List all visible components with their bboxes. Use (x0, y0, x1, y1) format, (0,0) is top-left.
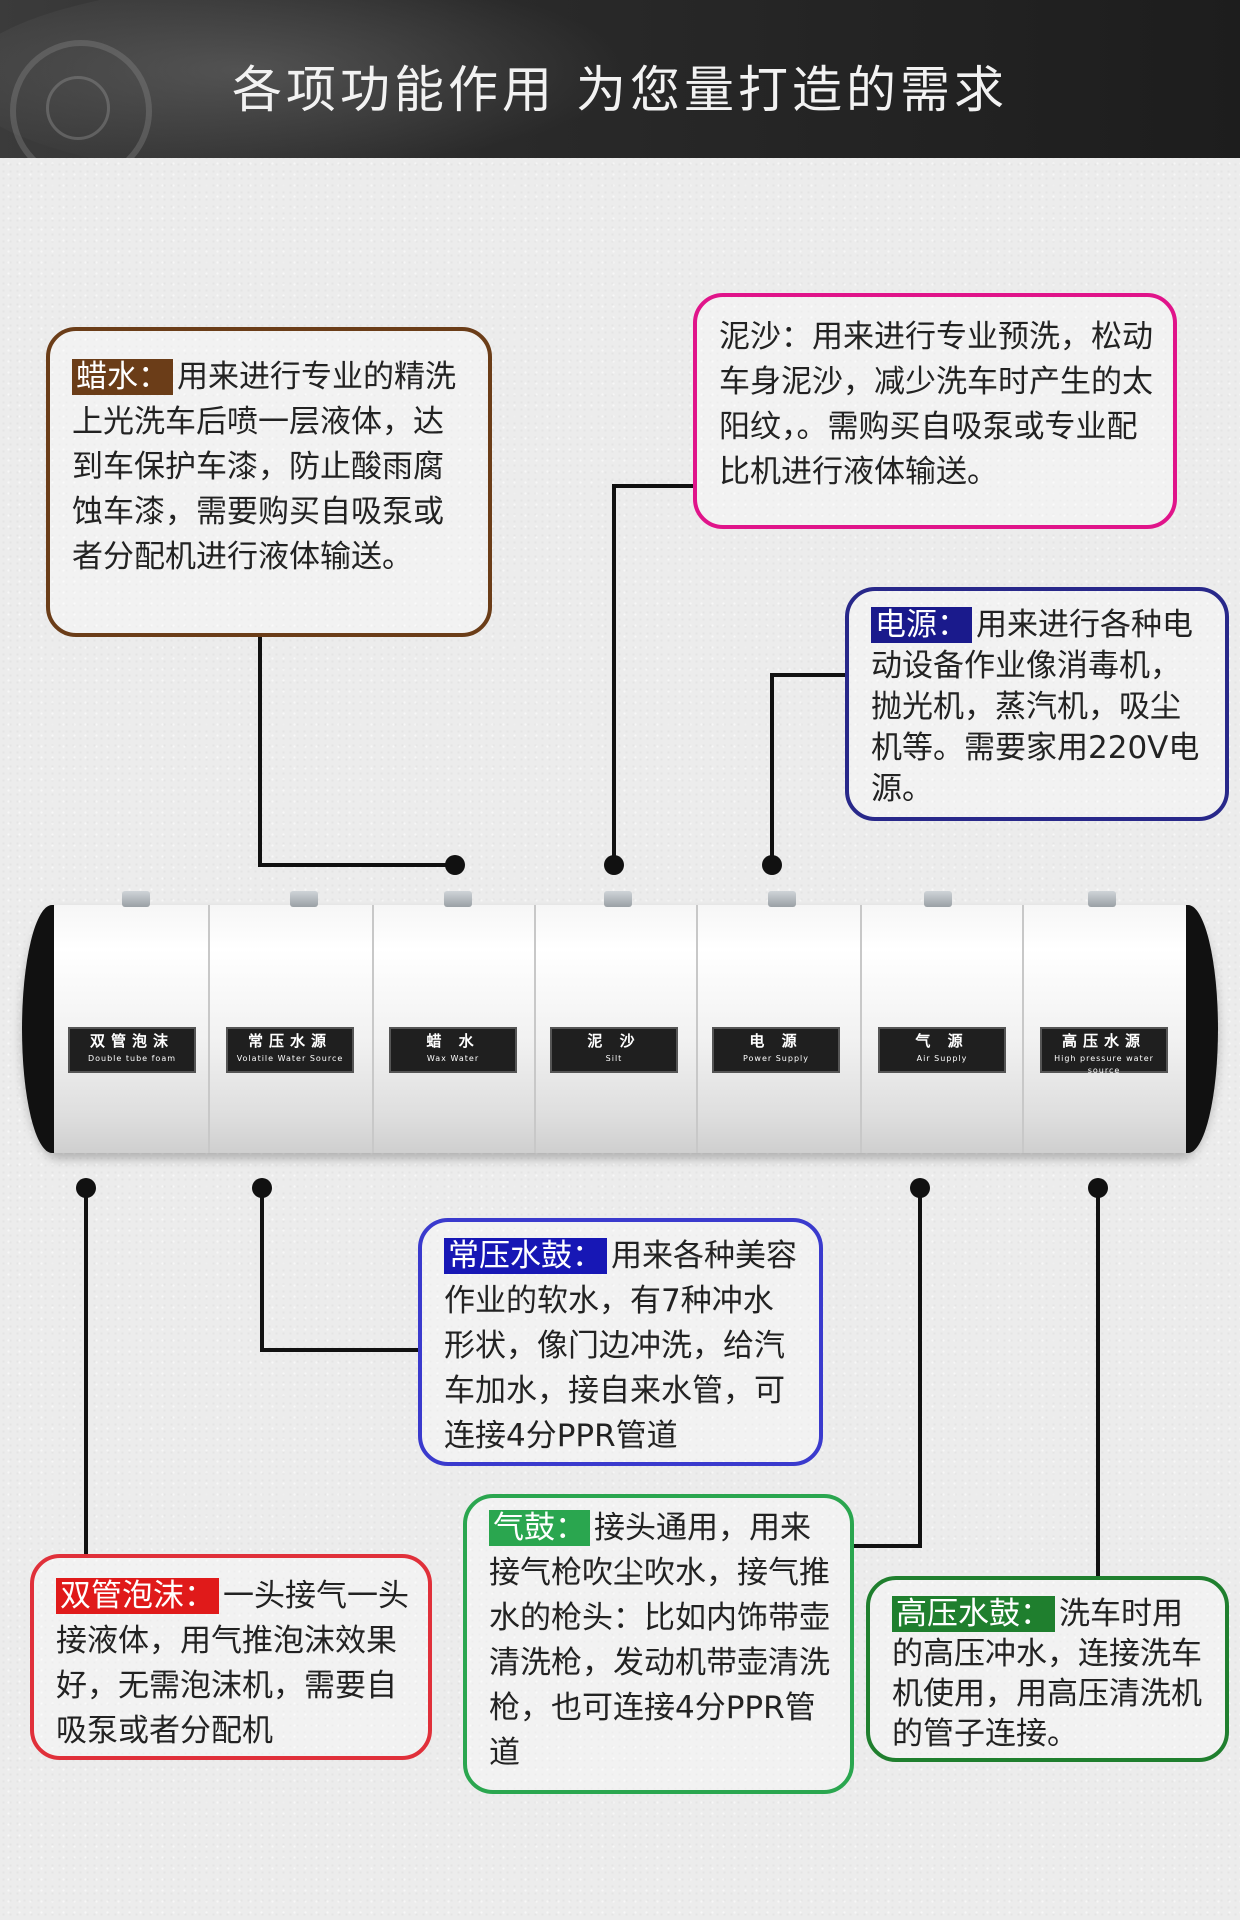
callout-power-supply: 电源：用来进行各种电动设备作业像消毒机，抛光机，蒸汽机，吸尘机等。需要家用220… (845, 587, 1229, 821)
label-plate-high-pressure: 高压水源 High pressure water source (1040, 1027, 1168, 1075)
callout-wax-water: 蜡水：用来进行专业的精洗上光洗车后喷一层液体，达到车保护车漆，防止酸雨腐蚀车漆，… (46, 327, 492, 637)
label-plate-air: 气 源 Air Supply (878, 1027, 1006, 1073)
connector-high-pressure (1096, 1188, 1100, 1576)
callout-high-pressure-drum: 高压水鼓：洗车时用的高压冲水，连接洗车机使用，用高压清洗机的管子连接。 (866, 1576, 1229, 1762)
connector-foam (84, 1188, 88, 1554)
nozzle-fitting (1088, 891, 1116, 907)
callout-tag: 高压水鼓： (892, 1596, 1055, 1632)
plate-label-en: Wax Water (426, 1054, 480, 1063)
car-wheel-image (10, 40, 152, 158)
callout-tag: 双管泡沫： (56, 1578, 219, 1614)
plate-label-zh: 双管泡沫 (89, 1032, 174, 1050)
connector-dot-power (762, 855, 782, 875)
connector-silt (612, 484, 693, 488)
banner-title: 各项功能作用 为您量打造的需求 (232, 61, 1008, 119)
callout-normal-pressure-drum: 常压水鼓：用来各种美容作业的软水，有7种冲水形状，像门边冲洗，给汽车加水，接自来… (418, 1218, 823, 1466)
callout-body: 接头通用，用来接气枪吹尘吹水，接气推水的枪头：比如内饰带壶清洗枪，发动机带壶清洗… (489, 1510, 830, 1771)
connector-power (770, 673, 774, 864)
nozzle-fitting (924, 891, 952, 907)
connector-wax (258, 863, 454, 867)
plate-label-zh: 常压水源 (247, 1032, 332, 1050)
callout-tag: 常压水鼓： (444, 1238, 607, 1274)
panel-seam (534, 905, 536, 1153)
panel-seam (696, 905, 698, 1153)
label-plate-power: 电 源 Power Supply (712, 1027, 840, 1073)
plate-label-zh: 气 源 (915, 1032, 969, 1050)
nozzle-fitting (290, 891, 318, 907)
connector-normal-pressure (260, 1348, 418, 1352)
plate-label-en: Volatile Water Source (236, 1054, 344, 1063)
water-drum-unit: 双管泡沫 Double tube foam 常压水源 Volatile Wate… (22, 891, 1218, 1153)
header-banner: 各项功能作用 为您量打造的需求 (0, 0, 1240, 158)
callout-silt: 泥沙：用来进行专业预洗，松动车身泥沙，减少洗车时产生的太阳纹，。需购买自吸泵或专… (693, 293, 1177, 529)
plate-label-en: Air Supply (916, 1054, 968, 1063)
plate-label-en: Power Supply (743, 1054, 809, 1063)
plate-label-en: High pressure water source (1054, 1054, 1154, 1075)
connector-power (770, 673, 845, 677)
plate-label-zh: 泥 沙 (587, 1032, 641, 1050)
connector-wax (258, 637, 262, 867)
connector-normal-pressure (260, 1188, 264, 1352)
plate-label-zh: 电 源 (749, 1032, 803, 1050)
callout-double-tube-foam: 双管泡沫：一头接气一头接液体，用气推泡沫效果好，无需泡沫机，需要自吸泵或者分配机 (30, 1554, 432, 1760)
callout-tag: 电源： (871, 607, 972, 643)
callout-tag: 气鼓： (489, 1510, 590, 1546)
panel-seam (372, 905, 374, 1153)
callout-body: 一头接气一头接液体，用气推泡沫效果好，无需泡沫机，需要自吸泵或者分配机 (56, 1578, 409, 1749)
callout-body: 泥沙：用来进行专业预洗，松动车身泥沙，减少洗车时产生的太阳纹，。需购买自吸泵或专… (719, 319, 1153, 490)
panel-seam (1022, 905, 1024, 1153)
panel-seam (208, 905, 210, 1153)
label-plate-foam: 双管泡沫 Double tube foam (68, 1027, 196, 1073)
connector-dot-wax (445, 855, 465, 875)
plate-label-en: Silt (605, 1054, 623, 1063)
callout-body: 用来各种美容作业的软水，有7种冲水形状，像门边冲洗，给汽车加水，接自来水管，可连… (444, 1238, 797, 1454)
nozzle-fitting (768, 891, 796, 907)
connector-air (918, 1188, 922, 1548)
callout-body: 洗车时用的高压冲水，连接洗车机使用，用高压清洗机的管子连接。 (892, 1596, 1202, 1752)
nozzle-fitting (604, 891, 632, 907)
callout-air-drum: 气鼓：接头通用，用来接气枪吹尘吹水，接气推水的枪头：比如内饰带壶清洗枪，发动机带… (463, 1494, 854, 1794)
callout-tag: 蜡水： (72, 359, 173, 395)
panel-seam (860, 905, 862, 1153)
label-plate-wax: 蜡 水 Wax Water (389, 1027, 517, 1073)
callout-body: 用来进行专业的精洗上光洗车后喷一层液体，达到车保护车漆，防止酸雨腐蚀车漆，需要购… (72, 359, 456, 575)
plate-label-en: Double tube foam (87, 1054, 177, 1063)
plate-label-zh: 蜡 水 (426, 1032, 480, 1050)
nozzle-fitting (122, 891, 150, 907)
connector-silt (612, 484, 616, 864)
plate-label-zh: 高压水源 (1061, 1032, 1146, 1050)
connector-dot-silt (604, 855, 624, 875)
label-plate-normal-pressure: 常压水源 Volatile Water Source (226, 1027, 354, 1073)
label-plate-silt: 泥 沙 Silt (550, 1027, 678, 1073)
callout-body: 用来进行各种电动设备作业像消毒机，抛光机，蒸汽机，吸尘机等。需要家用220V电源… (871, 607, 1200, 807)
nozzle-fitting (444, 891, 472, 907)
connector-air (854, 1544, 922, 1548)
